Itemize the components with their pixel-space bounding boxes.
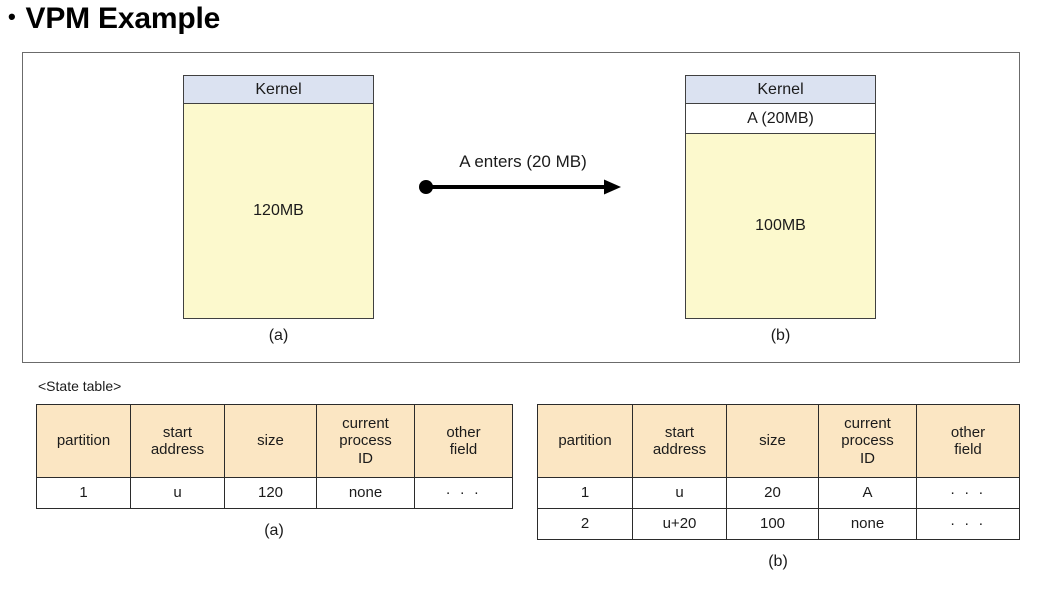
table-header-row: partition start address size current pro… xyxy=(36,404,513,478)
table-row: 1 u 20 A · · · xyxy=(537,477,1020,509)
header-line-1: other xyxy=(446,423,481,441)
column-header-other-field: other field xyxy=(916,404,1020,478)
column-header-start-address: start address xyxy=(632,404,727,478)
header-line-1: start xyxy=(664,423,695,441)
cell-start-address: u xyxy=(130,477,225,509)
state-table-a: partition start address size current pro… xyxy=(36,404,513,509)
cell-partition: 1 xyxy=(537,477,633,509)
caption-diagram-b: (b) xyxy=(770,327,791,344)
header-line-1: current xyxy=(844,415,891,433)
header-line-2: address xyxy=(150,441,205,458)
arrow-right-icon xyxy=(419,179,621,195)
cell-partition: 2 xyxy=(537,508,633,540)
cell-start-address: u xyxy=(632,477,727,509)
page-title-text: VPM Example xyxy=(25,2,221,35)
column-header-partition: partition xyxy=(537,404,633,478)
transition-arrow-label: A enters (20 MB) xyxy=(459,152,587,171)
state-table-label: <State table> xyxy=(38,378,122,394)
bullet-icon: • xyxy=(8,4,16,29)
cell-size: 120 xyxy=(224,477,317,509)
transition-arrow: A enters (20 MB) xyxy=(418,152,628,202)
header-line-3: ID xyxy=(358,449,373,467)
cell-start-address: u+20 xyxy=(632,508,727,540)
memory-segment-free: 100MB xyxy=(685,134,876,319)
cell-process-id: none xyxy=(316,477,415,509)
cell-size: 100 xyxy=(726,508,819,540)
column-header-start-address: start address xyxy=(130,404,225,478)
caption-table-b: (b) xyxy=(768,553,788,570)
cell-process-id: none xyxy=(818,508,917,540)
cell-process-id: A xyxy=(818,477,917,509)
cell-other-field: · · · xyxy=(414,477,513,509)
state-table-b: partition start address size current pro… xyxy=(537,404,1020,540)
header-line-2: process xyxy=(339,432,392,450)
page-title: • VPM Example xyxy=(8,2,220,36)
column-header-partition: partition xyxy=(36,404,131,478)
cell-other-field: · · · xyxy=(916,508,1020,540)
column-header-size: size xyxy=(224,404,317,478)
header-line-1: other xyxy=(950,423,986,441)
cell-size: 20 xyxy=(726,477,819,509)
header-line-1: start xyxy=(162,423,193,441)
memory-segment-process-a: A (20MB) xyxy=(685,104,876,134)
column-header-size: size xyxy=(726,404,819,478)
header-line-3: ID xyxy=(860,449,875,467)
column-header-current-process-id: current process ID xyxy=(316,404,415,478)
header-line-2: field xyxy=(449,441,478,458)
column-header-current-process-id: current process ID xyxy=(818,404,917,478)
cell-other-field: · · · xyxy=(916,477,1020,509)
table-header-row: partition start address size current pro… xyxy=(537,404,1020,478)
caption-diagram-a: (a) xyxy=(268,327,289,344)
memory-segment-kernel: Kernel xyxy=(183,75,374,104)
column-header-other-field: other field xyxy=(414,404,513,478)
cell-partition: 1 xyxy=(36,477,131,509)
header-line-2: process xyxy=(841,432,894,450)
memory-segment-free: 120MB xyxy=(183,104,374,319)
header-line-1: current xyxy=(342,415,389,433)
memory-block-b: Kernel A (20MB) 100MB xyxy=(685,75,876,319)
table-row: 2 u+20 100 none · · · xyxy=(537,508,1020,540)
caption-table-a: (a) xyxy=(264,522,284,539)
header-line-2: field xyxy=(954,441,982,458)
memory-segment-kernel: Kernel xyxy=(685,75,876,104)
header-line-2: address xyxy=(652,441,707,458)
memory-block-a: Kernel 120MB xyxy=(183,75,374,319)
table-row: 1 u 120 none · · · xyxy=(36,477,513,509)
